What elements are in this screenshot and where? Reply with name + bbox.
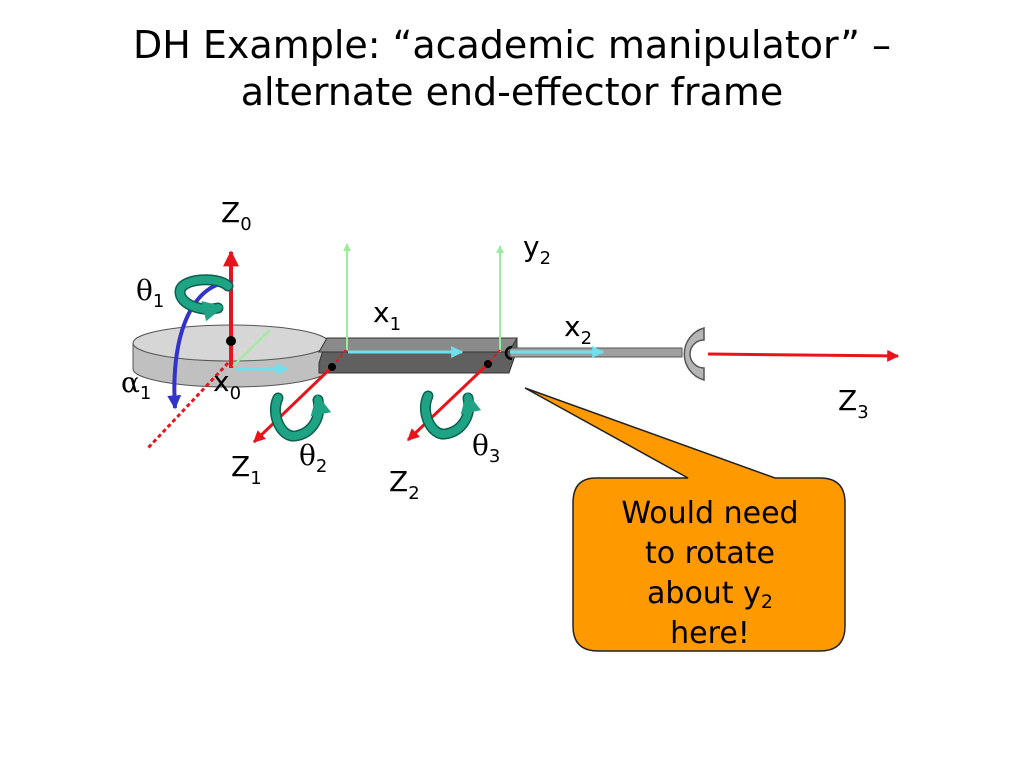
link-1	[318, 337, 518, 374]
z2-axis	[406, 362, 490, 442]
title-line-1: DH Example: “academic manipulator” –	[133, 23, 891, 67]
label-x1: x1	[373, 296, 401, 335]
z3-axis	[707, 349, 900, 362]
label-z1: Z1	[231, 450, 262, 489]
label-alpha1: α1	[121, 366, 151, 404]
callout-line-3: about y2	[585, 574, 835, 614]
slide-title: DH Example: “academic manipulator” – alt…	[0, 22, 1024, 116]
callout-line-2: to rotate	[644, 536, 776, 571]
callout-line-3-sub: 2	[760, 591, 773, 613]
label-y2: y2	[523, 230, 551, 269]
label-theta1: θ1	[136, 274, 164, 312]
z1-axis	[252, 365, 334, 444]
joint-3-marker	[504, 345, 513, 361]
y0-axis	[232, 329, 271, 367]
theta2-rotation-arrow	[269, 392, 332, 442]
label-z0: Z0	[221, 196, 252, 235]
label-theta3: θ3	[472, 429, 500, 467]
theta1-rotation-arrow	[174, 274, 234, 322]
label-theta2: θ2	[299, 439, 327, 477]
callout-line-3-main: about y	[647, 576, 761, 611]
callout-line-4: here!	[670, 616, 750, 651]
label-x2: x2	[564, 310, 592, 349]
joint-2-point	[328, 363, 336, 371]
callout-text: Would need to rotate about y2 here!	[585, 494, 835, 654]
z0-offset-dotted	[146, 361, 230, 450]
label-x0: x0	[213, 365, 241, 404]
label-z2: Z2	[389, 465, 420, 504]
label-z3: Z3	[838, 384, 869, 423]
joint-1-point	[226, 336, 236, 346]
callout-line-1: Would need	[621, 496, 799, 531]
title-line-2: alternate end-effector frame	[240, 70, 784, 114]
theta3-rotation-arrow	[419, 390, 482, 440]
callout-bubble	[524, 387, 846, 652]
gripper	[683, 327, 705, 381]
